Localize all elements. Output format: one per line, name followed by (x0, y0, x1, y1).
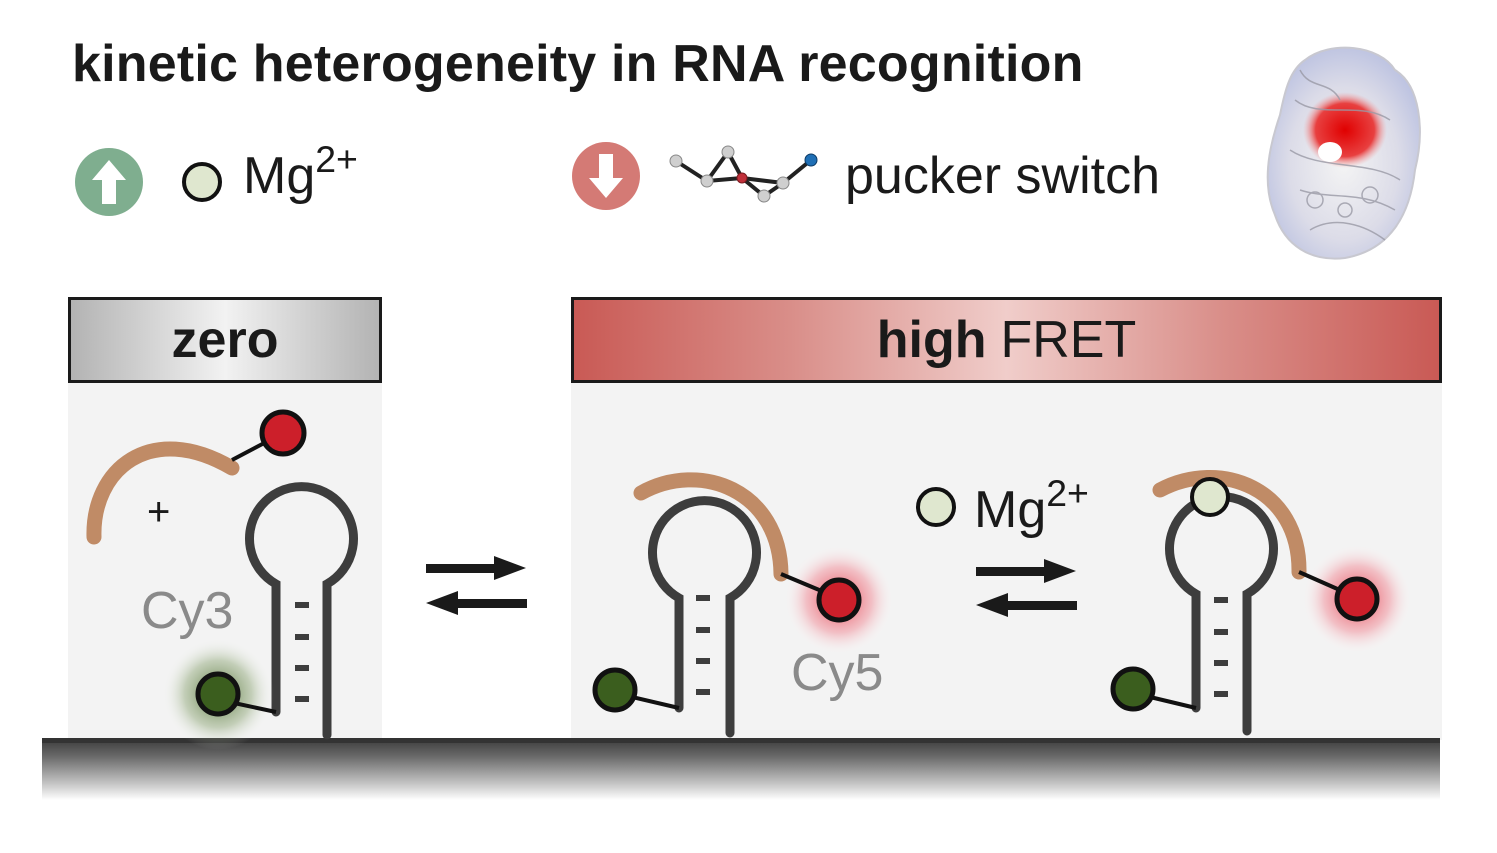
cy5-dye (259, 409, 307, 457)
cy3-dye (592, 667, 638, 713)
surface-edge (42, 738, 1440, 743)
pucker-switch-label: pucker switch (845, 147, 1160, 205)
cy5-dye (1334, 576, 1380, 622)
base-pairs (1214, 597, 1228, 697)
base-pairs (295, 602, 309, 702)
rna-hairpin (245, 482, 358, 740)
cy3-dye (195, 671, 241, 717)
bound-rna-strand (633, 472, 789, 582)
cy3-linker (233, 701, 277, 714)
down-arrow-icon (572, 142, 640, 210)
cy3-label: Cy3 (141, 582, 234, 640)
mg-ion-label: Mg2+ (974, 472, 1089, 539)
cy3-linker (631, 695, 680, 710)
cy3-dye (1110, 666, 1156, 712)
base-pairs (696, 595, 710, 695)
plus-sign: + (147, 490, 171, 534)
cy5-dye (816, 577, 862, 623)
cy5-label: Cy5 (791, 644, 884, 702)
mg-ion-icon (916, 487, 956, 527)
sugar-pucker-molecule-icon (669, 145, 818, 203)
up-arrow-icon (75, 148, 143, 216)
equilibrium-arrows-icon (426, 556, 527, 615)
cy3-linker (1149, 695, 1197, 710)
surface (42, 738, 1440, 800)
mg-legend-label: Mg2+ (243, 138, 358, 205)
mg-ion-icon (182, 162, 222, 202)
equilibrium-arrows-icon (976, 559, 1077, 617)
rna-hairpin (648, 496, 761, 738)
mg-ion-bound (1190, 477, 1230, 517)
cy5-linker (780, 572, 825, 594)
zero-fret-state-header: zero (68, 297, 382, 383)
cy5-linker (1298, 570, 1343, 593)
bound-rna-strand (1152, 470, 1307, 580)
figure-title: kinetic heterogeneity in RNA recognition (72, 35, 1084, 93)
free-rna-strand (86, 441, 240, 545)
